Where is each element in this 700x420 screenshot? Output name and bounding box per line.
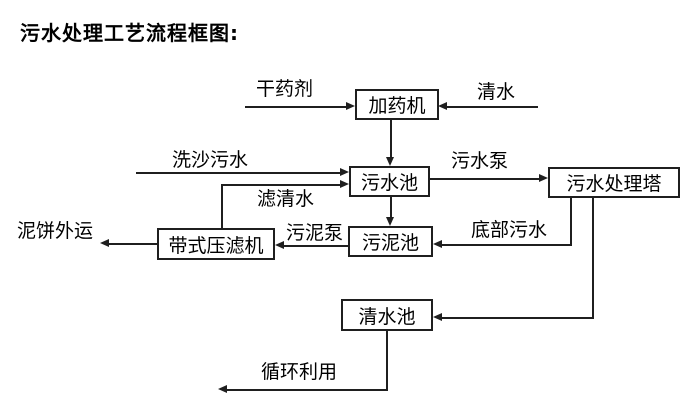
node-sludge-pool-label: 污泥池 (361, 232, 419, 254)
node-belt-filter-press-label: 带式压滤机 (168, 234, 264, 257)
arrowhead-bottom-sewage (433, 240, 442, 248)
arrowhead-filtered-water (340, 180, 349, 188)
flow-label-sewage-pump: 污水泵 (451, 150, 509, 172)
flow-line-recycle (227, 389, 388, 391)
flow-line-dry-chemical (245, 106, 346, 108)
arrowhead-sludge-pump (275, 241, 284, 249)
node-belt-filter-press: 带式压滤机 (157, 228, 275, 260)
arrowhead-mud-cake (100, 239, 109, 247)
arrowhead-recycle (218, 385, 227, 393)
flow-line-mud-cake (109, 243, 157, 245)
flow-line-tower-to-clean (442, 317, 594, 319)
arrowhead-dosing-to-sewage (386, 157, 394, 166)
arrowhead-clean-water (438, 102, 447, 110)
flow-line-clean-water (447, 106, 538, 108)
flow-label-recycle: 循环利用 (261, 361, 338, 383)
arrowhead-tower-to-clean (433, 313, 442, 321)
node-clean-water-pool-label: 清水池 (358, 305, 416, 328)
flow-line-bottom-sewage-drop (570, 198, 572, 246)
flow-line-dosing-to-sewage (390, 119, 392, 158)
node-dosing-machine: 加药机 (355, 89, 439, 120)
node-sewage-pool-label: 污水池 (360, 172, 418, 194)
flow-label-dry-chemical: 干药剂 (256, 78, 314, 100)
arrowhead-sewage-to-sludge (386, 217, 394, 226)
flow-line-tower-to-clean-drop (592, 198, 594, 319)
node-dosing-machine-label: 加药机 (368, 95, 426, 117)
flow-line-filtered-water-riser (221, 184, 223, 228)
flow-line-bottom-sewage (442, 244, 572, 246)
arrowhead-dry-chemical (346, 102, 355, 110)
node-treatment-tower: 污水处理塔 (548, 167, 680, 198)
flow-line-sludge-pump (284, 245, 348, 247)
arrowhead-sand-wash-sewage (340, 168, 349, 176)
flow-label-mud-cake: 泥饼外运 (17, 220, 94, 242)
flow-line-sand-wash-sewage (136, 172, 341, 174)
node-treatment-tower-label: 污水处理塔 (566, 173, 662, 195)
flow-line-filtered-water (221, 184, 341, 186)
flow-label-sludge-pump: 污泥泵 (286, 222, 344, 244)
arrowhead-sewage-pump (539, 174, 548, 182)
node-sludge-pool: 污泥池 (348, 226, 433, 257)
flow-label-sand-wash-sewage: 洗沙污水 (172, 149, 249, 171)
flow-label-bottom-sewage: 底部污水 (471, 219, 548, 241)
node-sewage-pool: 污水池 (349, 166, 430, 197)
flow-label-clean-water: 清水 (477, 81, 516, 103)
diagram-title: 污水处理工艺流程框图: (20, 21, 239, 45)
flow-line-recycle-drop (386, 331, 388, 391)
flow-line-sewage-to-sludge (390, 197, 392, 218)
node-clean-water-pool: 清水池 (341, 299, 433, 331)
flow-label-filtered-water: 滤清水 (257, 188, 315, 210)
flow-line-sewage-pump (429, 178, 540, 180)
